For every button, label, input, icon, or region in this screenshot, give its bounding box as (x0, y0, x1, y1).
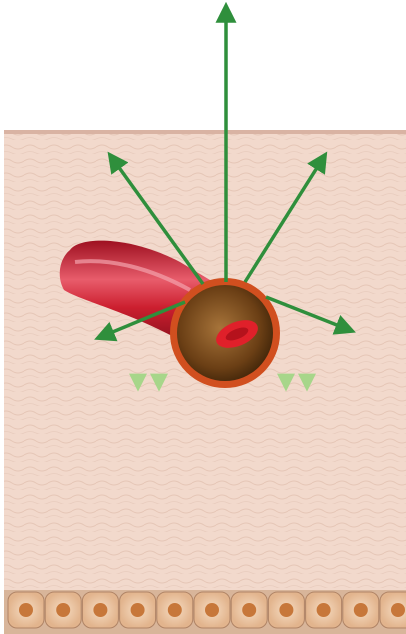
basal-cell-nucleus (56, 603, 70, 617)
basal-cell-nucleus (279, 603, 293, 617)
basal-cell-nucleus (317, 603, 331, 617)
basal-cell-nucleus (131, 603, 145, 617)
basal-cell-nucleus (19, 603, 33, 617)
basal-cell-layer (4, 590, 406, 634)
basal-cell-nucleus (354, 603, 368, 617)
basal-cell-nucleus (93, 603, 107, 617)
basal-cell-nucleus (391, 603, 405, 617)
basal-cell-nucleus (205, 603, 219, 617)
basal-cell-nucleus (168, 603, 182, 617)
skin-surface-edge (4, 130, 406, 134)
basal-cell-nucleus (242, 603, 256, 617)
